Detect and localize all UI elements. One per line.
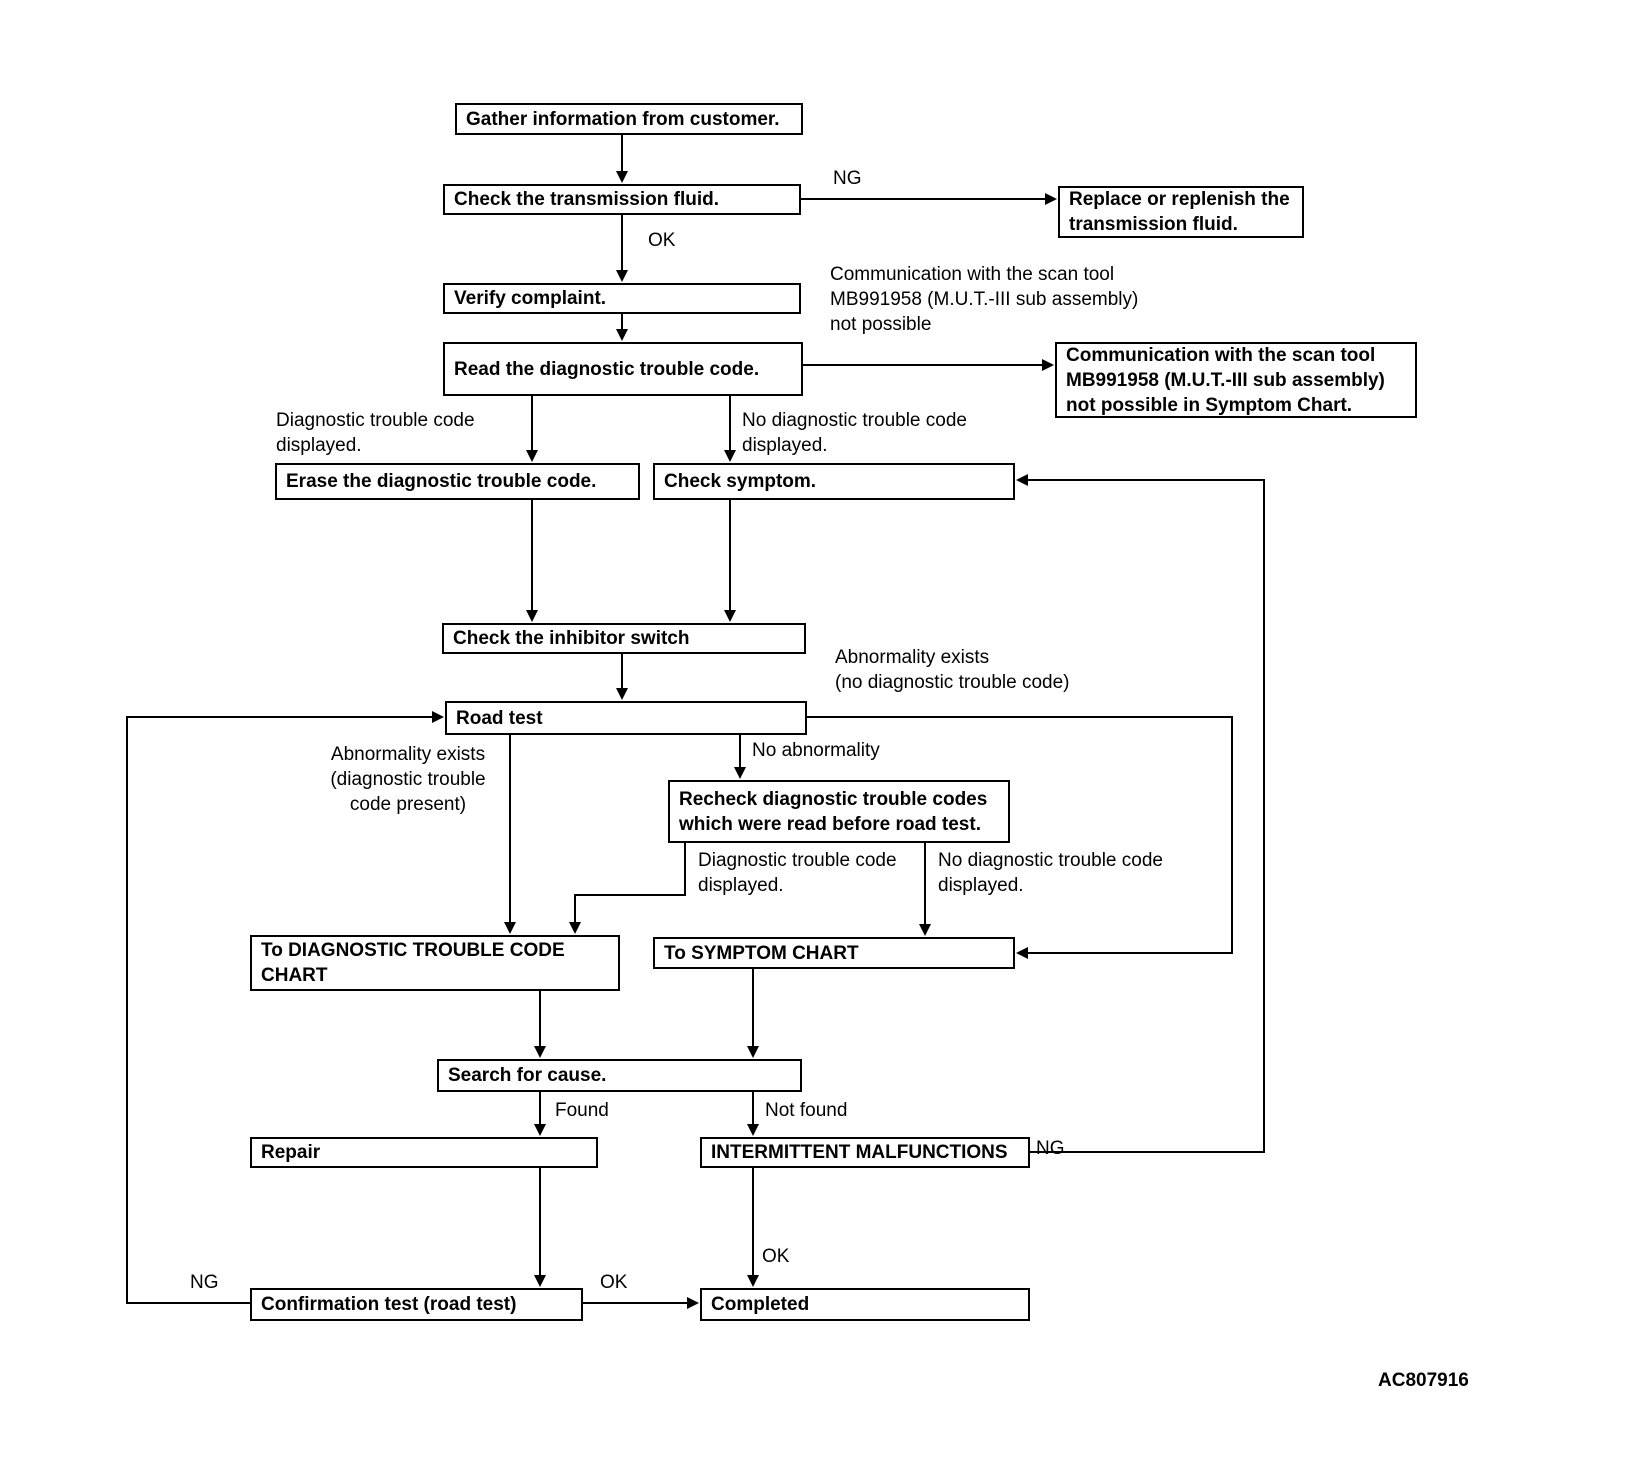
label-found: Found — [555, 1100, 609, 1121]
node-communication-not-possible: Communication with the scan tool MB99195… — [1055, 342, 1417, 418]
label-ng-fluid: NG — [833, 168, 862, 189]
node-check-transmission-fluid: Check the transmission fluid. — [443, 184, 801, 215]
label-dtc-displayed-top: Diagnostic trouble code displayed. — [276, 410, 475, 456]
arrowhead — [534, 1275, 546, 1287]
label-ok-fluid: OK — [648, 230, 676, 251]
node-search-for-cause: Search for cause. — [437, 1059, 802, 1092]
node-check-symptom: Check symptom. — [653, 463, 1015, 500]
label-dtc-displayed-bottom: Diagnostic trouble code displayed. — [698, 850, 897, 896]
label-ng-confirmation: NG — [190, 1272, 219, 1293]
node-recheck-dtc: Recheck diagnostic trouble codes which w… — [668, 780, 1010, 843]
arrowhead — [616, 688, 628, 700]
label-abnormality-no-dtc: Abnormality exists (no diagnostic troubl… — [835, 647, 1070, 693]
arrowhead — [526, 450, 538, 462]
arrowhead — [747, 1124, 759, 1136]
arrowhead — [734, 767, 746, 779]
arrowhead — [569, 922, 581, 934]
arrowhead — [534, 1124, 546, 1136]
arrowhead — [526, 610, 538, 622]
node-intermittent-malfunctions: INTERMITTENT MALFUNCTIONS — [700, 1137, 1030, 1168]
arrowhead — [534, 1046, 546, 1058]
label-abnormality-dtc-present: Abnormality exists (diagnostic trouble c… — [330, 744, 486, 815]
path-recheck-dtc-branch — [574, 843, 686, 924]
node-read-dtc: Read the diagnostic trouble code. — [443, 342, 803, 396]
label-no-abnormality: No abnormality — [752, 740, 880, 761]
node-road-test: Road test — [445, 701, 807, 735]
arrowhead — [432, 711, 444, 723]
node-verify-complaint: Verify complaint. — [443, 283, 801, 314]
label-ok-confirmation: OK — [600, 1272, 628, 1293]
arrowhead — [747, 1275, 759, 1287]
label-no-dtc-displayed-top: No diagnostic trouble code displayed. — [742, 410, 967, 456]
node-gather-information: Gather information from customer. — [455, 103, 803, 135]
arrowhead — [616, 329, 628, 341]
arrowhead — [687, 1297, 699, 1309]
label-ok-intermittent: OK — [762, 1246, 790, 1267]
node-confirmation-test: Confirmation test (road test) — [250, 1288, 583, 1321]
label-not-found: Not found — [765, 1100, 848, 1121]
arrowhead — [724, 610, 736, 622]
node-erase-dtc: Erase the diagnostic trouble code. — [275, 463, 640, 500]
arrowhead — [1045, 193, 1057, 205]
node-completed: Completed — [700, 1288, 1030, 1321]
arrowhead — [616, 270, 628, 282]
arrowhead — [504, 922, 516, 934]
arrowhead — [747, 1046, 759, 1058]
node-to-dtc-chart: To DIAGNOSTIC TROUBLE CODE CHART — [250, 935, 620, 991]
label-no-dtc-displayed-bottom: No diagnostic trouble code displayed. — [938, 850, 1163, 896]
arrowhead — [1016, 474, 1028, 486]
label-comm-not-possible: Communication with the scan tool MB99195… — [830, 264, 1139, 335]
arrowhead — [1016, 947, 1028, 959]
arrowhead — [724, 450, 736, 462]
node-replace-fluid: Replace or replenish the transmission fl… — [1058, 186, 1304, 238]
label-ng-intermittent: NG — [1036, 1138, 1065, 1159]
path-intermittent-ng-to-check-symptom — [1026, 479, 1265, 1153]
node-repair: Repair — [250, 1137, 598, 1168]
arrowhead — [616, 171, 628, 183]
node-to-symptom-chart: To SYMPTOM CHART — [653, 937, 1015, 969]
node-check-inhibitor-switch: Check the inhibitor switch — [442, 623, 806, 654]
arrowhead — [919, 924, 931, 936]
figure-code: AC807916 — [1378, 1370, 1469, 1391]
arrowhead — [1042, 359, 1054, 371]
